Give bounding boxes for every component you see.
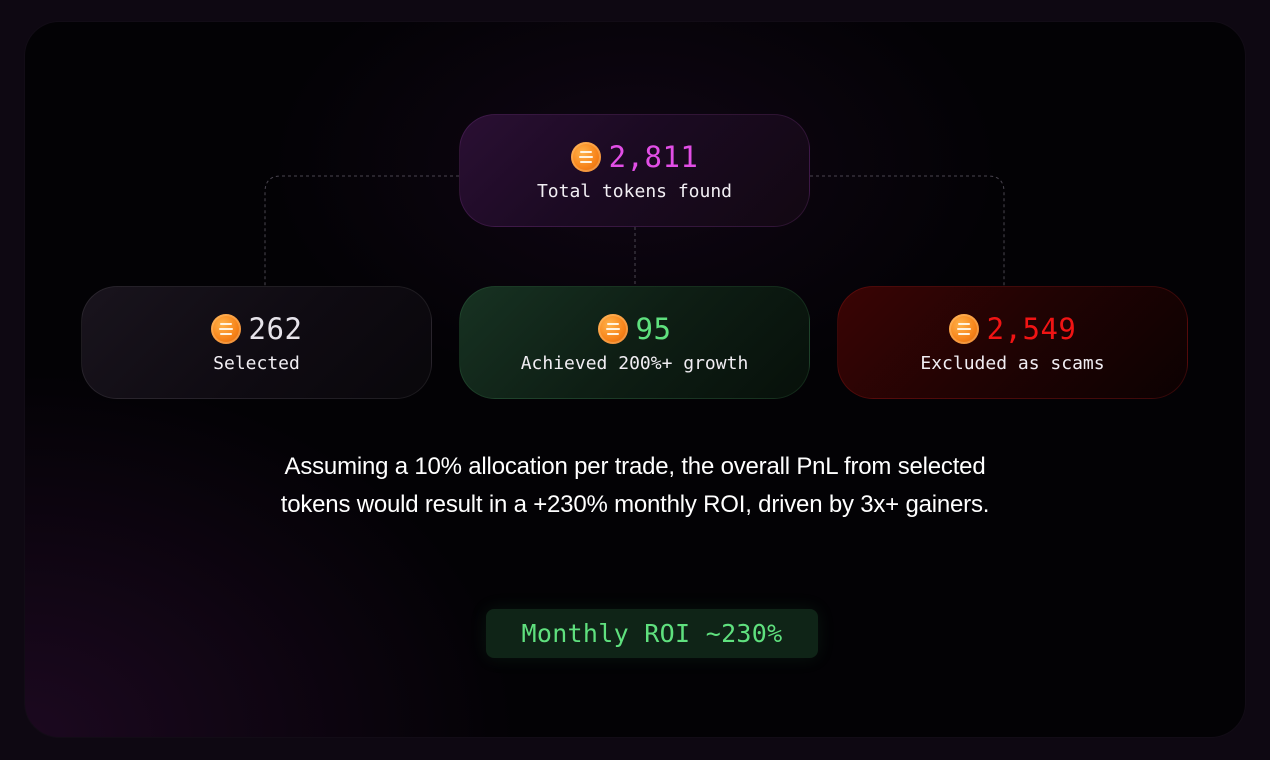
total-tokens-card: 2,811 Total tokens found	[459, 114, 810, 227]
roi-description: Assuming a 10% allocation per trade, the…	[170, 448, 1100, 524]
selected-label: Selected	[213, 352, 300, 374]
coin-icon	[210, 313, 241, 344]
roi-description-line-2: tokens would result in a +230% monthly R…	[280, 491, 990, 518]
roi-description-line-1: Assuming a 10% allocation per trade, the…	[284, 453, 986, 480]
scams-value-row: 2,549	[948, 311, 1077, 347]
scams-value: 2,549	[986, 311, 1077, 346]
growth-value: 95	[635, 311, 672, 346]
total-tokens-value: 2,811	[608, 139, 699, 174]
selected-card: 262 Selected	[81, 286, 432, 399]
scams-label: Excluded as scams	[920, 352, 1105, 374]
total-tokens-value-row: 2,811	[570, 139, 699, 175]
growth-card: 95 Achieved 200%+ growth	[459, 286, 810, 399]
growth-label: Achieved 200%+ growth	[520, 352, 749, 374]
scams-card: 2,549 Excluded as scams	[837, 286, 1188, 399]
coin-icon	[948, 313, 979, 344]
coin-icon	[570, 141, 601, 172]
growth-value-row: 95	[597, 311, 672, 347]
selected-value: 262	[248, 311, 303, 346]
total-tokens-label: Total tokens found	[536, 180, 733, 202]
selected-value-row: 262	[210, 311, 303, 347]
monthly-roi-badge: Monthly ROI ~230%	[486, 609, 818, 658]
coin-icon	[597, 313, 628, 344]
